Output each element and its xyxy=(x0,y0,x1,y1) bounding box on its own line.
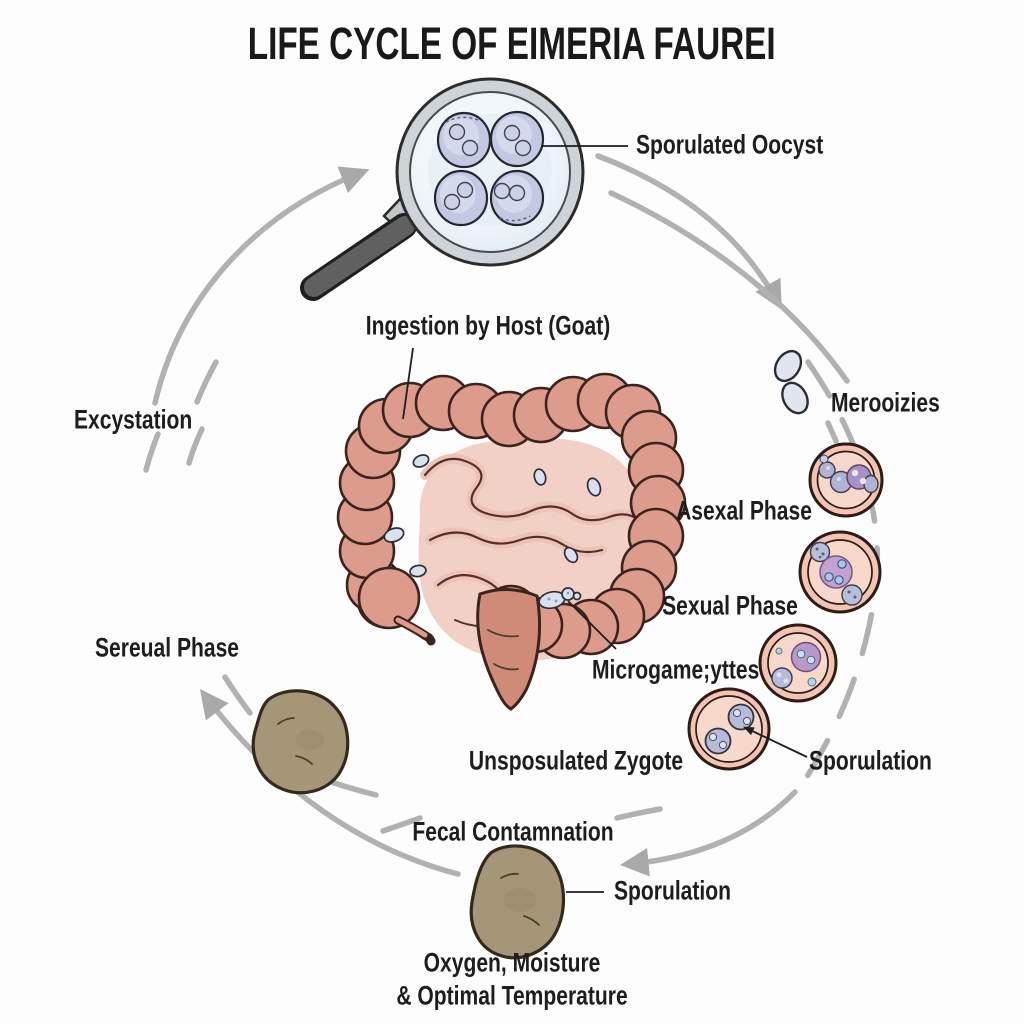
merozoite-cells xyxy=(773,349,809,415)
asexual-phase-cell xyxy=(808,442,884,518)
leader-lines xyxy=(402,145,808,893)
feces-left xyxy=(251,689,350,795)
rectum xyxy=(476,588,542,711)
microgamete-cell xyxy=(758,623,838,703)
sporulated-oocyst-cells xyxy=(433,110,545,227)
intestine-illustration xyxy=(336,372,687,711)
sexual-phase-cell xyxy=(798,530,882,614)
feces-bottom xyxy=(469,844,566,960)
gut-oocysts xyxy=(383,454,602,610)
magnifying-glass-icon xyxy=(300,77,585,301)
unsporulated-zygote-cell xyxy=(687,687,771,771)
cycle-arrows xyxy=(143,153,881,877)
colon xyxy=(336,372,687,660)
